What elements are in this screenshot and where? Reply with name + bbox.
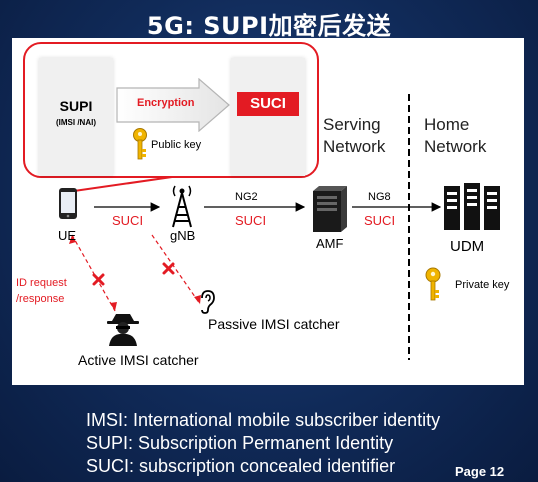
udm-server-icon [444, 183, 500, 230]
encryption-label: Encryption [137, 97, 195, 109]
ue-phone-icon [59, 188, 77, 219]
ng8-label: NG8 [368, 191, 391, 203]
passive-blocked-icon [162, 262, 175, 275]
gnb-amf-suci-label: SUCI [235, 213, 267, 228]
public-key-icon [133, 128, 147, 160]
amf-server-icon [313, 186, 347, 232]
active-catcher-label: Active IMSI catcher [78, 352, 199, 368]
diagram-panel: SUPI (IMSI /NAI) Encryption Public key S… [12, 38, 524, 385]
gnb-label: gNB [170, 228, 196, 243]
home-network-label: Home Network [424, 115, 487, 156]
encryption-arrow [116, 78, 230, 132]
suci-badge: SUCI [237, 92, 299, 116]
serving-network-label: Serving Network [323, 115, 386, 156]
active-blocked-icon [92, 273, 105, 286]
gnb-tower-icon [172, 185, 192, 228]
ue-gnb-suci-label: SUCI [112, 213, 144, 228]
private-key-icon [425, 267, 441, 301]
spy-icon [107, 314, 139, 346]
page-number: Page 12 [455, 464, 505, 479]
ue-label: UE [58, 228, 77, 243]
supi-title: SUPI [59, 98, 93, 114]
passive-catcher-label: Passive IMSI catcher [208, 316, 340, 332]
slide-title: 5G: SUPI加密后发送 [146, 12, 392, 40]
abbreviation-imsi: IMSI: International mobile subscriber id… [86, 410, 441, 430]
id-request-label: ID request /response [16, 277, 67, 305]
public-key-label: Public key [151, 139, 202, 151]
udm-label: UDM [450, 238, 485, 255]
passive-catcher-link [151, 234, 201, 305]
encryption-callout: SUPI (IMSI /NAI) Encryption Public key S… [23, 42, 319, 178]
active-catcher-link [71, 234, 116, 312]
private-key-label: Private key [455, 279, 510, 291]
ng2-label: NG2 [235, 191, 258, 203]
diagram-connectors [69, 94, 442, 360]
supi-box: SUPI (IMSI /NAI) [39, 58, 113, 176]
ear-icon [201, 290, 215, 314]
amf-udm-suci-label: SUCI [364, 213, 396, 228]
supi-subtitle: (IMSI /NAI) [56, 118, 96, 127]
abbreviation-suci: SUCI: subscription concealed identifier [86, 456, 396, 476]
suci-box: SUCI [231, 58, 305, 176]
callout-pointer [73, 176, 173, 192]
abbreviation-supi: SUPI: Subscription Permanent Identity [86, 433, 394, 453]
abbreviation-list: IMSI: International mobile subscriber id… [86, 409, 440, 478]
amf-label: AMF [316, 236, 344, 251]
